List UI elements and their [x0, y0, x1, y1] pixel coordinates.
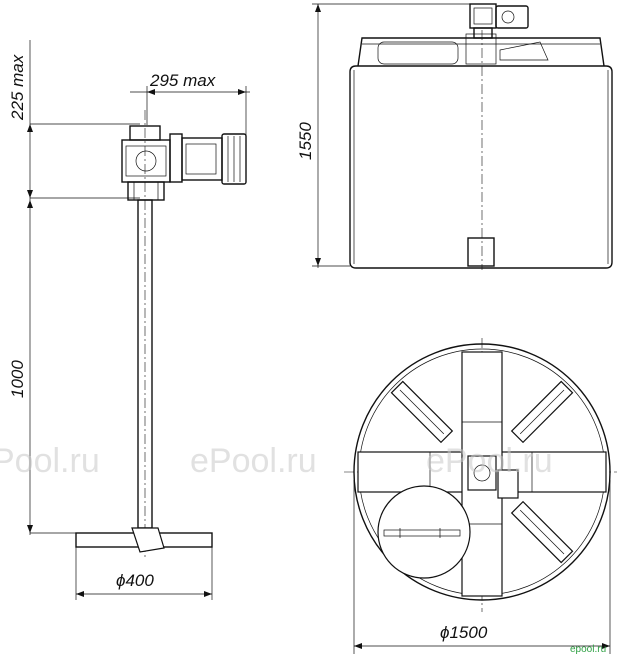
dim-height-shaft: 1000: [8, 360, 27, 398]
dim-diameter-tank: ϕ1500: [440, 623, 488, 642]
watermark-right: ePool.ru: [426, 442, 553, 480]
watermark-center: ePool.ru: [190, 442, 317, 480]
mixer-side-view: 225 max 295 max 1000: [8, 40, 250, 600]
dim-height-tank: 1550: [296, 122, 315, 160]
tank-side-view: 1550: [296, 3, 613, 270]
dim-width-drive: 295 max: [149, 71, 216, 90]
watermark-left: Pool.ru: [0, 442, 100, 480]
tank-top-view: ϕ1500: [344, 338, 617, 654]
brand-label: epool.ru: [570, 644, 606, 655]
dim-diameter-impeller: ϕ400: [116, 571, 154, 590]
dim-height-top: 225 max: [8, 54, 27, 121]
